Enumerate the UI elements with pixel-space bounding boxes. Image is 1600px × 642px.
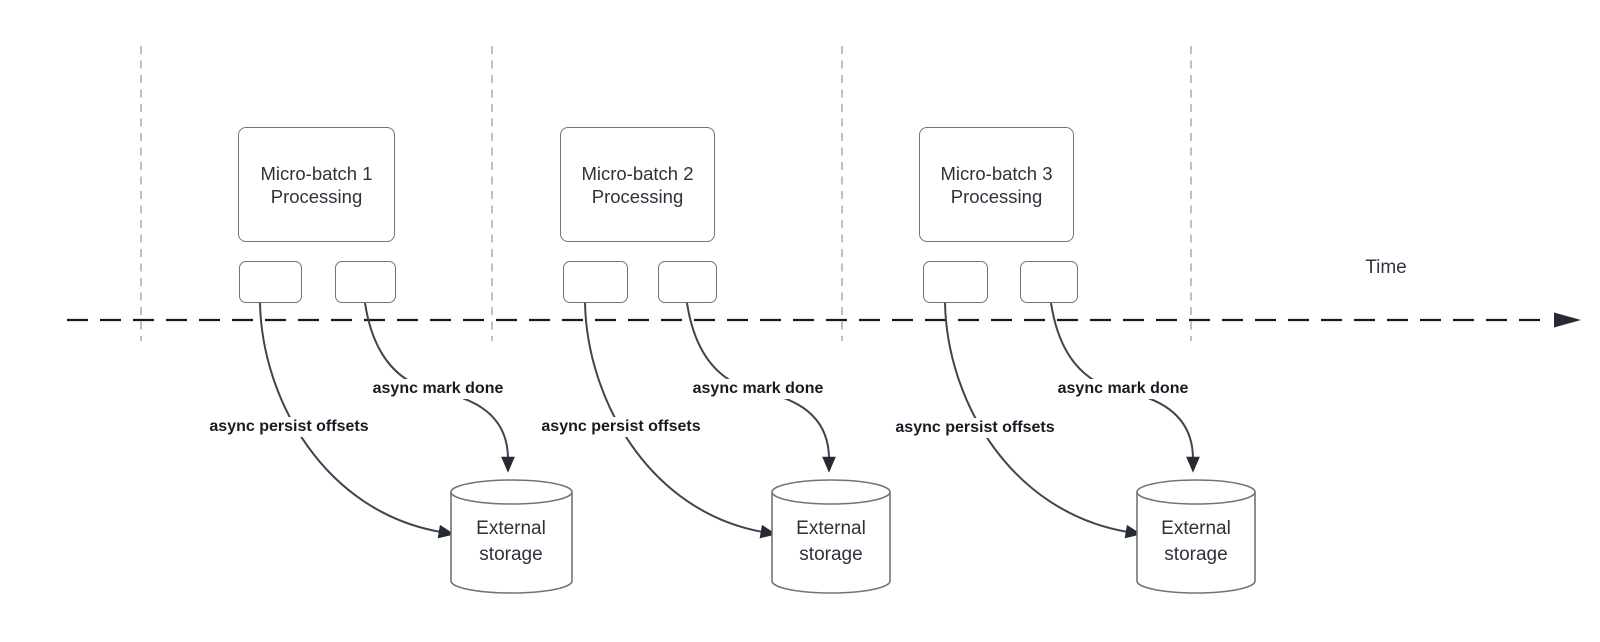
- mark-done-label-2: async mark done: [689, 379, 827, 399]
- persist-offsets-label-3: async persist offsets: [892, 418, 1058, 438]
- micro-batch-3-processing-box: Micro-batch 3 Processing: [919, 127, 1074, 242]
- persist-offsets-arrow-2: [584, 302, 777, 539]
- persist-offsets-label-1: async persist offsets: [206, 417, 372, 437]
- mark-done-task-box-3: [1020, 261, 1078, 303]
- external-storage-3-line1: External: [1161, 518, 1231, 539]
- micro-batch-1-title-line1: Micro-batch 1: [260, 162, 373, 184]
- external-storage-2-line2: storage: [799, 544, 863, 565]
- external-storage-1-line1: External: [476, 518, 546, 539]
- external-storage-3-line2: storage: [1164, 544, 1228, 565]
- external-storage-1-line2: storage: [479, 544, 543, 565]
- micro-batch-2-processing-box: Micro-batch 2 Processing: [560, 127, 715, 242]
- time-axis-label: Time: [1365, 257, 1407, 278]
- external-storage-cylinder-3: [1136, 479, 1256, 594]
- micro-batch-3-title-line1: Micro-batch 3: [940, 162, 1053, 184]
- micro-batch-1-title-line2: Processing: [270, 185, 363, 207]
- external-storage-cylinder-1: [450, 479, 573, 594]
- micro-batch-2-title-line2: Processing: [591, 185, 684, 207]
- external-storage-label-3: External storage: [1161, 516, 1231, 568]
- persist-task-box-2: [563, 261, 628, 303]
- micro-batch-2-title-line1: Micro-batch 2: [581, 162, 694, 184]
- persist-task-box-3: [923, 261, 988, 303]
- persist-offsets-label-2: async persist offsets: [538, 417, 704, 437]
- persist-offsets-arrow-3: [944, 302, 1142, 539]
- mark-done-task-box-2: [658, 261, 717, 303]
- mark-done-label-3: async mark done: [1054, 379, 1192, 399]
- time-axis-arrowhead-icon: [1554, 312, 1581, 328]
- micro-batch-1-processing-box: Micro-batch 1 Processing: [238, 127, 395, 242]
- persist-offsets-arrow-1: [259, 302, 455, 539]
- external-storage-2-line1: External: [796, 518, 866, 539]
- persist-task-box-1: [239, 261, 302, 303]
- micro-batch-3-title-line2: Processing: [950, 185, 1043, 207]
- mark-done-label-1: async mark done: [369, 379, 507, 399]
- external-storage-label-1: External storage: [476, 516, 546, 568]
- external-storage-label-2: External storage: [796, 516, 866, 568]
- external-storage-cylinder-2: [771, 479, 891, 594]
- mark-done-task-box-1: [335, 261, 396, 303]
